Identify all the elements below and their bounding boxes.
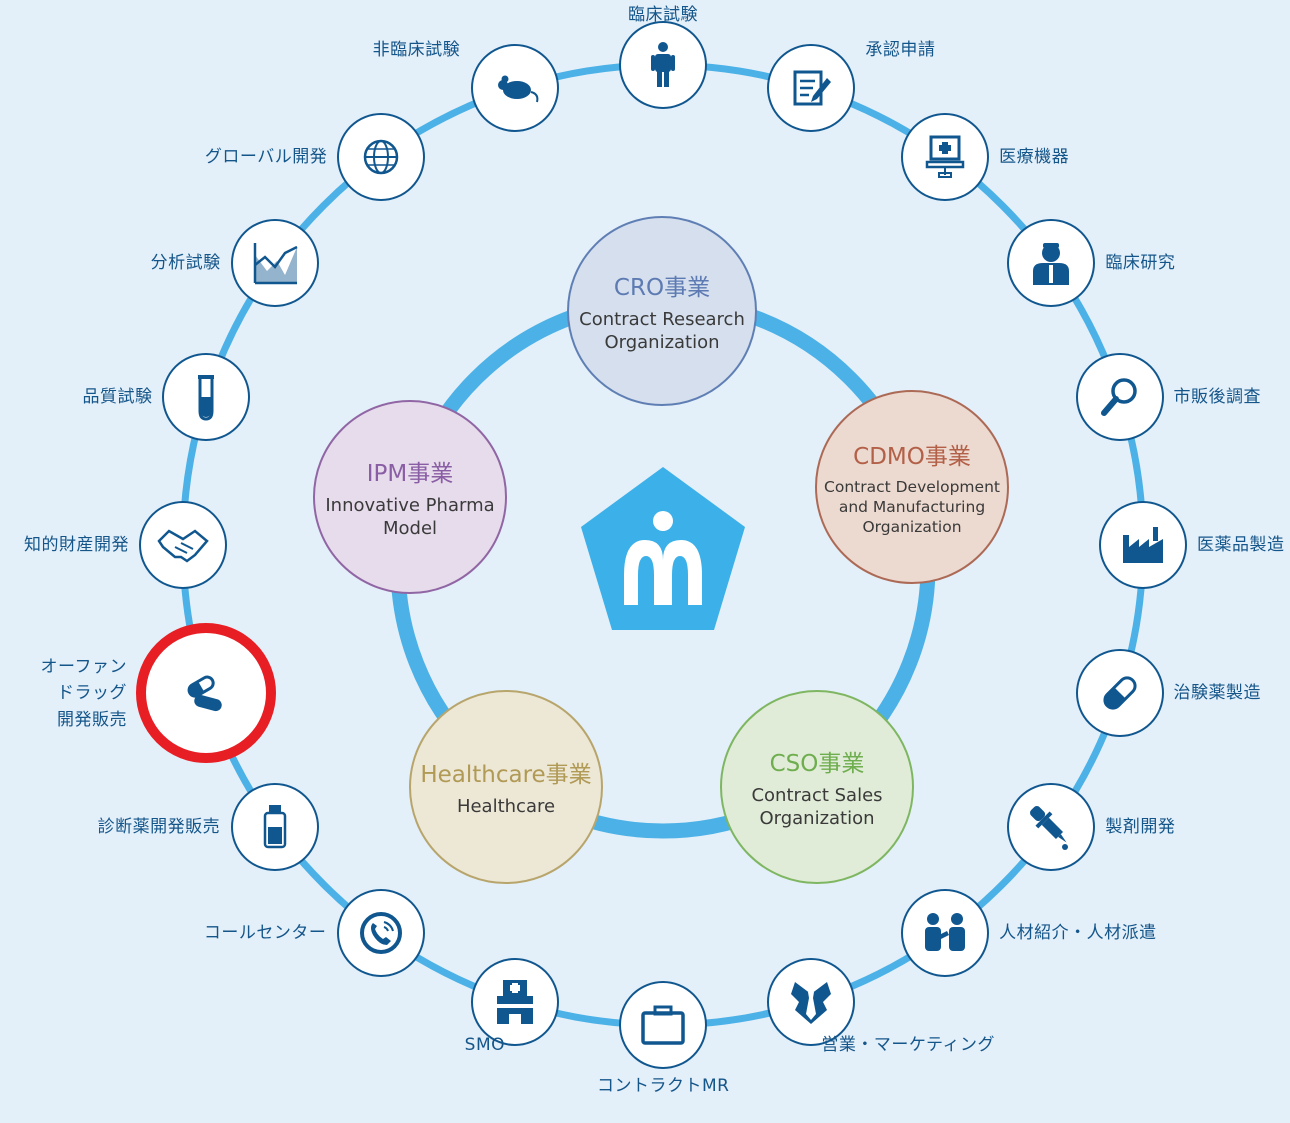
service-node[interactable]	[619, 981, 707, 1069]
service-label: 人材紹介・人材派遣	[999, 923, 1157, 944]
globe-icon	[363, 139, 399, 174]
test-tube-icon	[198, 374, 215, 421]
business-unit-subtitle: Contract Sales Organization	[751, 784, 883, 829]
service-node[interactable]	[230, 218, 319, 307]
factory-icon	[1123, 527, 1163, 563]
service-label: 臨床試験	[628, 5, 698, 25]
business-unit-subtitle: Contract Research Organization	[579, 308, 745, 353]
business-unit-cdmo[interactable]: CDMO事業 Contract Development and Manufactu…	[815, 390, 1009, 584]
service-node[interactable]	[470, 957, 559, 1046]
business-unit-title: CRO事業	[613, 274, 711, 301]
magnifier-icon	[1100, 377, 1137, 416]
business-unit-title: CDMO事業	[853, 443, 971, 470]
service-label: 承認申請	[865, 40, 936, 61]
pills-icon	[188, 675, 223, 712]
handshake-icon	[157, 529, 209, 563]
medical-monitor-icon	[925, 135, 965, 178]
service-label: グローバル開発	[204, 146, 328, 167]
service-label: 知的財産開発	[24, 535, 129, 555]
business-unit-cso[interactable]: CSO事業 Contract Sales Organization	[720, 690, 914, 884]
service-label: 分析試験	[150, 252, 221, 273]
two-people-icon	[925, 913, 966, 952]
service-node[interactable]	[162, 352, 251, 441]
business-unit-subtitle: Contract Development and Manufacturing O…	[824, 477, 1000, 537]
suit-tie-icon	[791, 981, 832, 1024]
service-label: 臨床研究	[1105, 252, 1176, 273]
mouse-icon	[497, 75, 539, 103]
service-node[interactable]	[1075, 352, 1164, 441]
service-node[interactable]	[901, 889, 990, 978]
service-node[interactable]	[1007, 783, 1096, 872]
business-unit-title: IPM事業	[366, 460, 454, 487]
service-node[interactable]	[1007, 218, 1096, 307]
business-unit-cro[interactable]: CRO事業 Contract Research Organization	[567, 216, 757, 406]
service-node[interactable]	[136, 623, 277, 764]
service-node[interactable]	[470, 44, 559, 133]
business-unit-healthcare[interactable]: Healthcare事業 Healthcare	[409, 690, 603, 884]
vial-icon	[263, 805, 286, 849]
service-label: 製剤開発	[1105, 817, 1176, 838]
service-label: 治験薬製造	[1173, 683, 1261, 704]
service-node[interactable]	[1075, 649, 1164, 738]
hospital-icon	[496, 979, 533, 1024]
service-node[interactable]	[767, 957, 856, 1046]
service-label: コントラクトMR	[597, 1076, 730, 1096]
dropper-icon	[1030, 806, 1069, 851]
business-unit-subtitle: Healthcare	[456, 796, 556, 818]
service-node[interactable]	[230, 783, 319, 872]
service-node[interactable]	[139, 501, 227, 589]
document-edit-icon	[793, 70, 832, 106]
service-node[interactable]	[336, 889, 425, 978]
person-icon	[651, 42, 675, 87]
m-person-logo-icon	[581, 467, 745, 630]
service-node[interactable]	[901, 112, 990, 201]
business-unit-ipm[interactable]: IPM事業 Innovative Pharma Model	[313, 400, 507, 594]
service-label: 医療機器	[999, 146, 1070, 167]
service-node[interactable]	[1099, 501, 1187, 589]
service-label: 市販後調査	[1173, 386, 1261, 407]
service-label: 診断薬開発販売	[97, 817, 221, 838]
service-label: 品質試験	[82, 386, 153, 407]
service-label: 医薬品製造	[1197, 535, 1285, 555]
capsule-icon	[1102, 676, 1137, 710]
business-unit-title: Healthcare事業	[420, 762, 592, 789]
service-label: 営業・マーケティング	[821, 1034, 995, 1055]
chart-icon	[253, 242, 298, 285]
phone-icon	[359, 912, 402, 955]
service-node[interactable]	[619, 21, 707, 109]
service-label: 非臨床試験	[372, 40, 461, 61]
briefcase-icon	[641, 1005, 685, 1045]
service-node[interactable]	[336, 112, 425, 201]
service-node[interactable]	[767, 44, 856, 133]
service-label: SMO	[464, 1034, 505, 1055]
doctor-icon	[1033, 242, 1070, 285]
business-unit-subtitle: Innovative Pharma Model	[325, 494, 495, 539]
business-unit-title: CSO事業	[769, 750, 865, 777]
service-label: コールセンター	[203, 923, 327, 944]
service-label: オーファン ドラッグ 開発販売	[40, 656, 127, 730]
